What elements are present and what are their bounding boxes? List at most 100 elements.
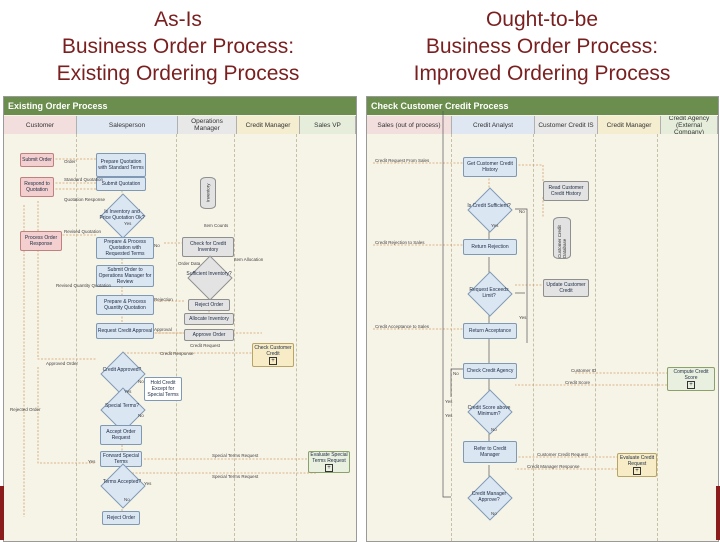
flow-label: Yes (144, 481, 152, 486)
flow-label: Revised Quotation (64, 229, 102, 234)
flow-label: Item Allocation (234, 257, 264, 262)
approve-order-box: Approve Order (184, 329, 234, 341)
flow-label: Credit Acceptance to Sales (375, 324, 430, 329)
inventory-database: Inventory (200, 177, 216, 209)
lane-credit-is: Customer Credit IS (535, 116, 598, 134)
customer-credit-database: Customer Credit Database (553, 217, 571, 259)
accept-order-box: Accept Order Request (100, 425, 142, 445)
lane-credit-agency: Credit Agency (External Company) (661, 116, 718, 134)
refer-to-manager-box: Refer to Credit Manager (463, 441, 517, 463)
flow-label: Rejected Order (10, 407, 41, 412)
slide-edge-bar (716, 486, 720, 540)
flow-label: Item Counts (204, 223, 229, 228)
flow-label: No (138, 379, 144, 384)
title-line-3: Existing Ordering Process (56, 62, 300, 85)
swimlane-header: Customer Salesperson Operations Manager … (4, 116, 356, 134)
check-inventory-box: Check for Credit Inventory (182, 237, 234, 257)
reject-order-box: Reject Order (102, 511, 140, 525)
improved-process-diagram: Check Customer Credit Process Sales (out… (366, 96, 719, 542)
flow-label: No (519, 209, 525, 214)
lane-operations: Operations Manager (178, 116, 237, 134)
diagram-title: Existing Order Process (4, 97, 356, 115)
flow-label: Revised Quantity Quotation (56, 283, 112, 288)
flow-label: Customer ID (571, 368, 597, 373)
title-line-1: As-Is (154, 8, 202, 31)
lane-credit: Credit Manager (237, 116, 300, 134)
flow-label: Standard Quotation (64, 177, 104, 182)
get-credit-history-box: Get Customer Credit History (463, 157, 517, 177)
flow-label: Special Terms Request (212, 453, 259, 458)
title-line-2: Business Order Process: (61, 35, 295, 58)
allocate-inventory-box: Allocate Inventory (184, 313, 234, 325)
check-credit-agency-box: Check Credit Agency (463, 363, 517, 379)
flow-label: Credit Score (565, 380, 591, 385)
lane-credit-analyst: Credit Analyst (452, 116, 535, 134)
flow-label: No (124, 497, 130, 502)
flow-label: Customer Credit Request (537, 452, 588, 457)
flow-label: Yes (124, 221, 132, 226)
flow-label: Credit Manager Response (527, 464, 580, 469)
flow-label: No (491, 427, 497, 432)
lane-sales: Sales (out of process) (367, 116, 452, 134)
existing-process-diagram: Existing Order Process Customer Salesper… (3, 96, 357, 542)
flow-label: Credit Request (190, 343, 221, 348)
evaluate-special-terms-box: Evaluate Special Terms Request+ (308, 451, 350, 473)
flow-label: Yes (445, 413, 453, 418)
prepare-quotation-box: Prepare Quotation with Standard Terms (96, 153, 146, 177)
flow-arrows (23, 158, 316, 517)
title-line-2: Business Order Process: (425, 35, 659, 58)
evaluate-credit-request-box: Evaluate Credit Request+ (617, 453, 657, 477)
flow-label: No (491, 511, 497, 516)
process-order-response-box: Process Order Response (20, 231, 62, 251)
flow-label: Yes (445, 399, 453, 404)
read-credit-history-box: Read Customer Credit History (543, 181, 589, 201)
flow-label: Credit Rejection to Sales (375, 240, 425, 245)
update-credit-box: Update Customer Credit (543, 279, 589, 297)
prepare-requested-terms-box: Prepare & Process Quotation with Request… (96, 237, 154, 259)
flow-label: Yes (88, 459, 96, 464)
flow-label: Yes (519, 315, 527, 320)
expand-icon: + (687, 381, 695, 389)
flow-label: Order (64, 159, 76, 164)
flow-label: Yes (491, 223, 499, 228)
expand-icon: + (633, 467, 641, 475)
flow-label: Special Terms Request (212, 474, 259, 479)
flow-label: Credit Request From Sales (375, 158, 430, 163)
expand-icon: + (269, 357, 277, 365)
title-line-3: Improved Ordering Process (413, 62, 671, 85)
flow-label: Approval (154, 327, 172, 332)
submit-quotation-box: Submit Quotation (96, 177, 146, 191)
as-is-title: As-Is Business Order Process: Existing O… (0, 6, 356, 87)
check-customer-credit-box: Check Customer Credit+ (252, 343, 294, 367)
lane-customer: Customer (4, 116, 77, 134)
lane-vp: Sales VP (300, 116, 356, 134)
swimlane-header: Sales (out of process) Credit Analyst Cu… (367, 116, 718, 134)
expand-icon: + (325, 464, 333, 472)
flow-label: Credit Response (160, 351, 194, 356)
diagram-title: Check Customer Credit Process (367, 97, 718, 115)
lane-salesperson: Salesperson (77, 116, 178, 134)
flow-label: Order Data (178, 261, 201, 266)
slide-edge-bar (0, 486, 4, 540)
flow-arrows (373, 111, 667, 498)
return-rejection-box: Return Rejection (463, 239, 517, 255)
title-line-1: Ought-to-be (485, 8, 599, 31)
respond-to-quotation-box: Respond to Quotation (20, 177, 54, 197)
lane-credit-manager: Credit Manager (598, 116, 661, 134)
submit-order-box: Submit Order (20, 153, 54, 167)
flow-label: No (138, 413, 144, 418)
flow-label: Approved Order (46, 361, 79, 366)
request-credit-approval-box: Request Credit Approval (96, 323, 154, 339)
submit-to-ops-box: Submit Order to Operations Manager for R… (96, 265, 154, 287)
flow-label: Quotation Response (64, 197, 106, 202)
compute-credit-score-box: Compute Credit Score+ (667, 367, 715, 391)
return-acceptance-box: Return Acceptance (463, 323, 517, 339)
quantity-quotation-box: Prepare & Process Quantity Quotation (96, 295, 154, 315)
flow-label: No (453, 371, 459, 376)
hold-credit-box: Hold Credit Except for Special Terms (144, 377, 182, 401)
flow-label: Rejection (154, 297, 173, 302)
flow-label: Yes (124, 389, 132, 394)
flow-label: No (154, 243, 160, 248)
ops-reject-order-box: Reject Order (188, 299, 230, 311)
ought-to-be-title: Ought-to-be Business Order Process: Impr… (364, 6, 720, 87)
